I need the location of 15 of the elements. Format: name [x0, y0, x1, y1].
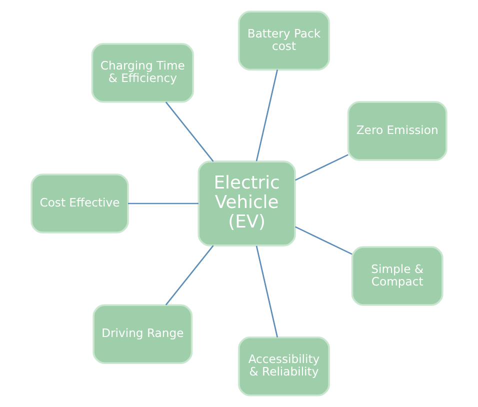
node-box: Battery Pack cost: [238, 10, 330, 71]
connector: [294, 154, 348, 181]
connector: [294, 226, 352, 255]
connector: [256, 70, 278, 162]
node-box: Electric Vehicle (EV): [198, 160, 296, 246]
connector: [256, 246, 278, 338]
node-box: Charging Time & Efficiency: [91, 42, 194, 103]
node-box: Driving Range: [92, 304, 193, 364]
connector: [165, 245, 214, 306]
node-box: Zero Emission: [347, 101, 448, 161]
node-box: Simple & Compact: [351, 246, 444, 306]
node-box: Cost Effective: [30, 174, 129, 234]
connector: [128, 202, 198, 204]
node-box: Accessibility & Reliability: [238, 336, 330, 396]
connector: [165, 102, 214, 162]
